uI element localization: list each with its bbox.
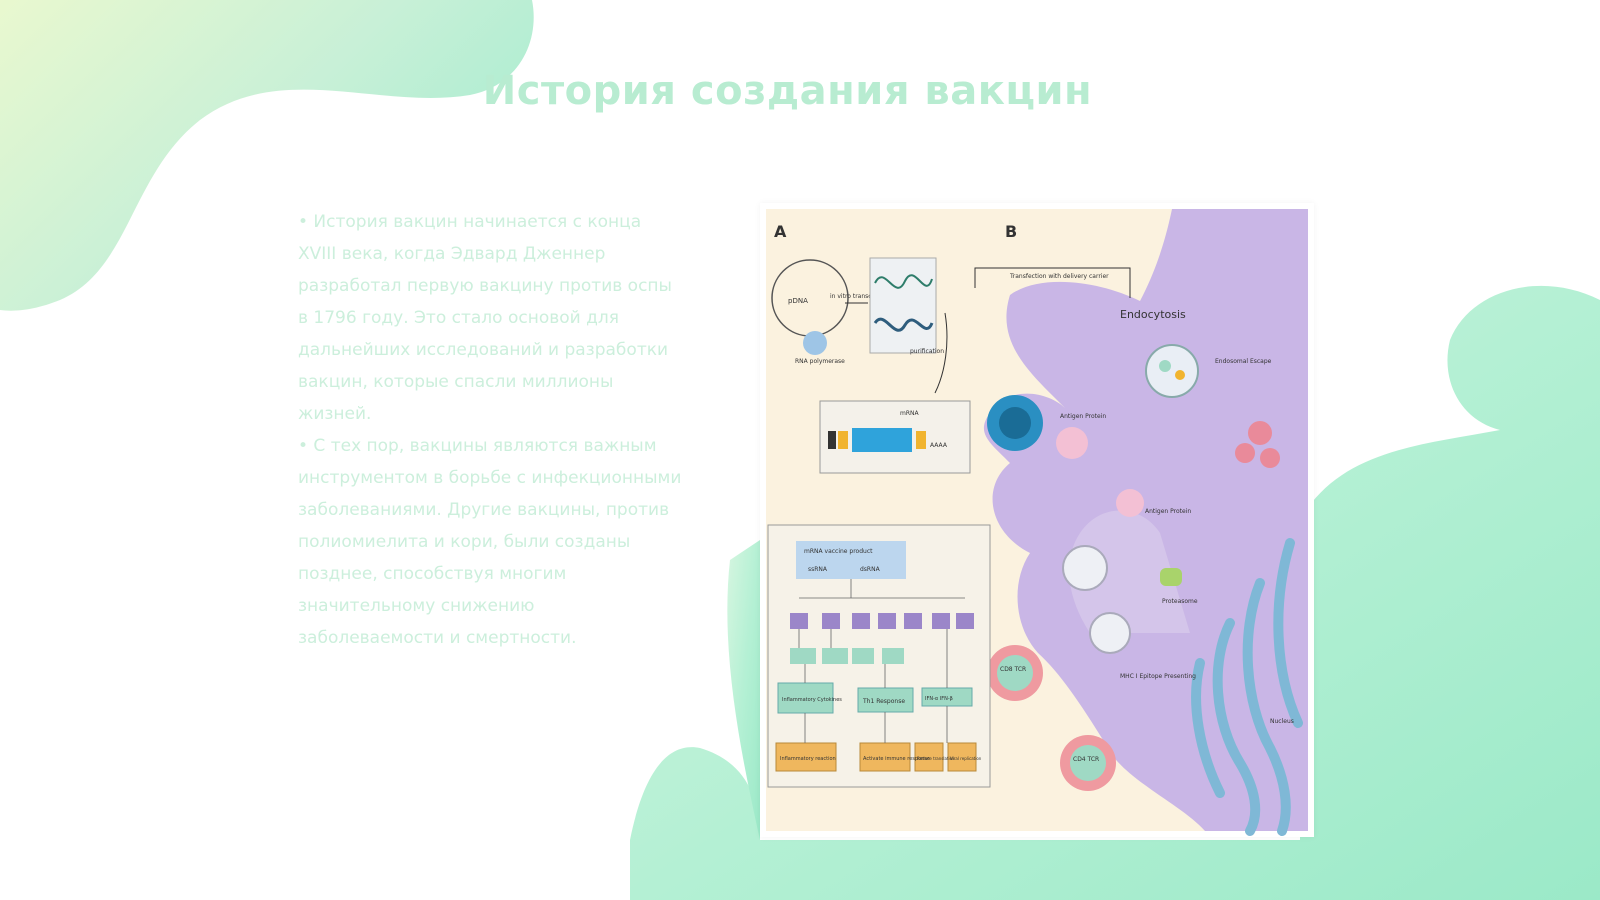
label-box-right: IFN-α IFN-β — [925, 696, 953, 702]
svg-text:AAAA: AAAA — [930, 442, 948, 449]
label-out-3: Reduce translation — [917, 756, 955, 761]
panel-c: mRNA vaccine product ssRNA dsRNA Inflamm… — [767, 524, 991, 788]
label-cd8: CD8 TCR — [1000, 666, 1026, 673]
endosome: Endosomal Escape — [1145, 344, 1272, 398]
label-out-1: Inflammatory reaction — [780, 756, 836, 762]
label-transcription: in vitro transcription — [830, 293, 891, 300]
label-escape: Endosomal Escape — [1215, 358, 1272, 365]
label-antigen-1: Antigen Protein — [1060, 413, 1106, 420]
label-transfection: Transfection with delivery carrier — [1009, 273, 1109, 280]
label-out-2: Activate immune response — [863, 756, 930, 762]
label-out-4: Viral replication — [950, 756, 982, 761]
label-mrna-product: mRNA vaccine product — [804, 548, 873, 555]
label-endocytosis: Endocytosis — [1120, 308, 1186, 321]
label-nucleus: Nucleus — [1270, 718, 1294, 725]
paragraph-1: • История вакцин начинается с конца XVII… — [298, 212, 672, 424]
label-purification: purification — [910, 348, 944, 355]
panel-label-b: B — [1005, 222, 1017, 241]
label-ssrna: ssRNA — [808, 566, 828, 573]
panel-b-cell — [983, 209, 1308, 831]
endoplasmic-reticulum — [1191, 538, 1303, 836]
paragraph-2: • С тех пор, вакцины являются важным инс… — [298, 436, 682, 648]
antigen-vesicles: Antigen Protein Antigen Protein Proteaso… — [1056, 413, 1294, 725]
label-box-mid: Th1 Response — [862, 698, 905, 705]
panel-label-a: A — [774, 222, 787, 241]
vaccine-mechanism-figure: A B C pDNA RNA polymerase in vitro trans… — [760, 203, 1314, 837]
body-text: • История вакцин начинается с конца XVII… — [298, 206, 683, 654]
label-proteasome: Proteasome — [1162, 598, 1198, 605]
label-antigen-2: Antigen Protein — [1145, 508, 1191, 515]
label-plasmid: pDNA — [788, 297, 808, 305]
immune-cells: CD8 TCR CD4 TCR — [987, 395, 1116, 791]
label-mrna: mRNA — [900, 410, 920, 417]
slide-title: История создания вакцин — [482, 68, 1093, 114]
label-polymerase: RNA polymerase — [795, 358, 845, 365]
label-cd4: CD4 TCR — [1073, 756, 1099, 763]
label-dsrna: dsRNA — [860, 566, 881, 573]
panel-a: pDNA RNA polymerase in vitro transcripti… — [771, 257, 971, 474]
label-box-left: Inflammatory Cytokines — [782, 697, 842, 703]
label-mhc: MHC I Epitope Presenting — [1120, 673, 1196, 680]
